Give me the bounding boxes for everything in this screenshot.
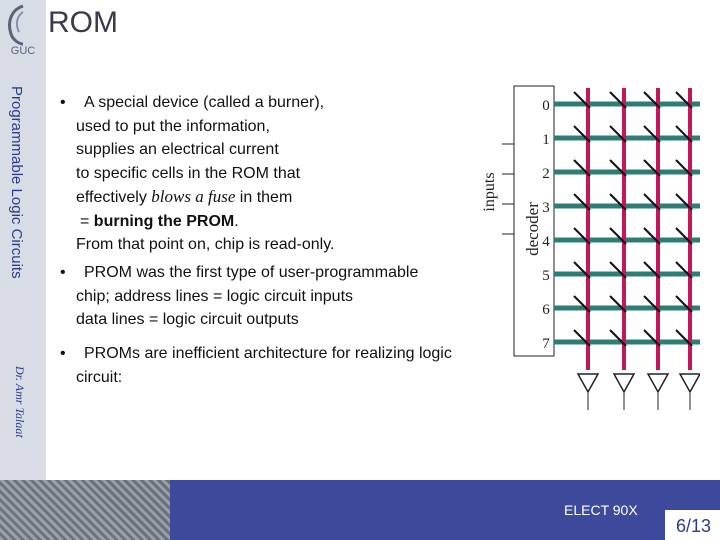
fuse-link <box>643 261 661 279</box>
chip-image <box>0 480 170 540</box>
fuse-link <box>609 329 627 347</box>
or-gate-icon <box>646 373 670 394</box>
bullet-dot: • <box>60 264 66 281</box>
or-gate-icon <box>576 373 600 394</box>
fuse-link <box>609 159 627 177</box>
bullet-2: • PROM was the first type of user-progra… <box>60 261 496 332</box>
input-lines <box>502 143 514 235</box>
guc-logo-icon: GUC <box>8 4 36 57</box>
bullet-1-line-7: From that point on, chip is read-only. <box>76 236 335 253</box>
line-6-prefix: = <box>80 212 94 230</box>
decoder-rows: 0 1 2 3 4 5 6 7 <box>542 98 700 352</box>
bullet-1-line-1: A special device (called a burner), <box>84 94 325 111</box>
line-6-suffix: . <box>234 212 239 230</box>
fuse-link <box>643 159 661 177</box>
decoder-row-label: 4 <box>542 234 550 250</box>
sidebar: GUC Programmable Logic Circuits Dr. Amr … <box>0 0 46 480</box>
fuse-link <box>675 125 693 143</box>
fuse-link <box>609 125 627 143</box>
fuse-link <box>643 227 661 245</box>
fuse-link <box>609 227 627 245</box>
fuses <box>573 91 693 347</box>
decoder-row-label: 6 <box>542 302 550 318</box>
bullet-3-line-2: circuit: <box>76 368 123 386</box>
decoder-row-label: 5 <box>542 268 550 284</box>
sidebar-title: Programmable Logic Circuits <box>8 86 25 279</box>
fuse-link <box>573 91 591 109</box>
fuse-link <box>675 295 693 313</box>
fuse-link <box>675 227 693 245</box>
decoder-row-label: 0 <box>542 98 550 114</box>
fuse-link <box>573 295 591 313</box>
fuse-link <box>573 329 591 347</box>
fuse-link <box>643 125 661 143</box>
bullet-1: • A special device (called a burner), us… <box>60 91 476 257</box>
fuse-link <box>609 295 627 313</box>
bullet-1-line-6: = burning the PROM. <box>76 210 476 234</box>
decoder-row-label: 1 <box>542 132 550 148</box>
blows-a-fuse-text: blows a fuse <box>151 187 236 206</box>
decoder-box <box>513 85 555 357</box>
or-gate-icon <box>678 373 700 394</box>
decoder-row-label: 2 <box>542 166 550 182</box>
fuse-link <box>675 193 693 211</box>
fuse-link <box>643 91 661 109</box>
fuse-link <box>573 227 591 245</box>
fuse-link <box>609 91 627 109</box>
course-code: ELECT 90X <box>564 502 638 518</box>
fuse-link <box>675 261 693 279</box>
bullet-1-line-5: effectively blows a fuse in them <box>76 185 476 210</box>
bullet-3-line-1: PROMs are inefficient architecture for r… <box>84 345 452 362</box>
author-name: Dr. Amr Talaat <box>13 366 27 438</box>
fuse-link <box>643 329 661 347</box>
fuse-link <box>609 193 627 211</box>
bullet-dot: • <box>60 345 66 362</box>
line-5-after: in them <box>235 189 293 206</box>
bullet-2-line-2: chip; address lines = logic circuit inpu… <box>76 287 354 305</box>
fuse-link <box>573 159 591 177</box>
fuse-link <box>675 329 693 347</box>
bullet-2-line-3: data lines = logic circuit outputs <box>76 311 299 328</box>
logo-text: GUC <box>11 45 36 57</box>
bullet-1-line-3: supplies an electrical current <box>76 141 279 158</box>
bullet-1-line-2: used to put the information, <box>76 117 270 135</box>
fuse-link <box>675 159 693 177</box>
bullet-3: • PROMs are inefficient architecture for… <box>60 342 526 389</box>
output-columns <box>586 88 692 370</box>
bullet-2-line-1: PROM was the first type of user-programm… <box>84 264 419 281</box>
page-box <box>665 510 720 540</box>
fuse-link <box>573 125 591 143</box>
decoder-label: decoder <box>523 202 542 256</box>
or-gates <box>576 373 700 410</box>
page-number: 6/13 <box>676 516 712 536</box>
bullet-dot: • <box>60 94 66 111</box>
decoder-row-label: 7 <box>542 336 550 352</box>
fuse-link <box>573 193 591 211</box>
fuse-link <box>573 261 591 279</box>
fuse-link <box>675 91 693 109</box>
fuse-link <box>609 261 627 279</box>
bullet-1-line-4: to specific cells in the ROM that <box>76 164 301 182</box>
fuse-link <box>643 295 661 313</box>
fuse-link <box>643 193 661 211</box>
burning-prom-text: burning the PROM <box>93 212 235 230</box>
line-5-before: effectively <box>76 189 152 206</box>
decoder-row-label: 3 <box>542 200 550 216</box>
or-gate-icon <box>612 373 636 394</box>
prom-diagram: inputs decoder 0 1 2 3 4 5 6 7 <box>481 85 700 410</box>
inputs-label: inputs <box>481 172 498 211</box>
page-title: ROM <box>48 6 118 39</box>
